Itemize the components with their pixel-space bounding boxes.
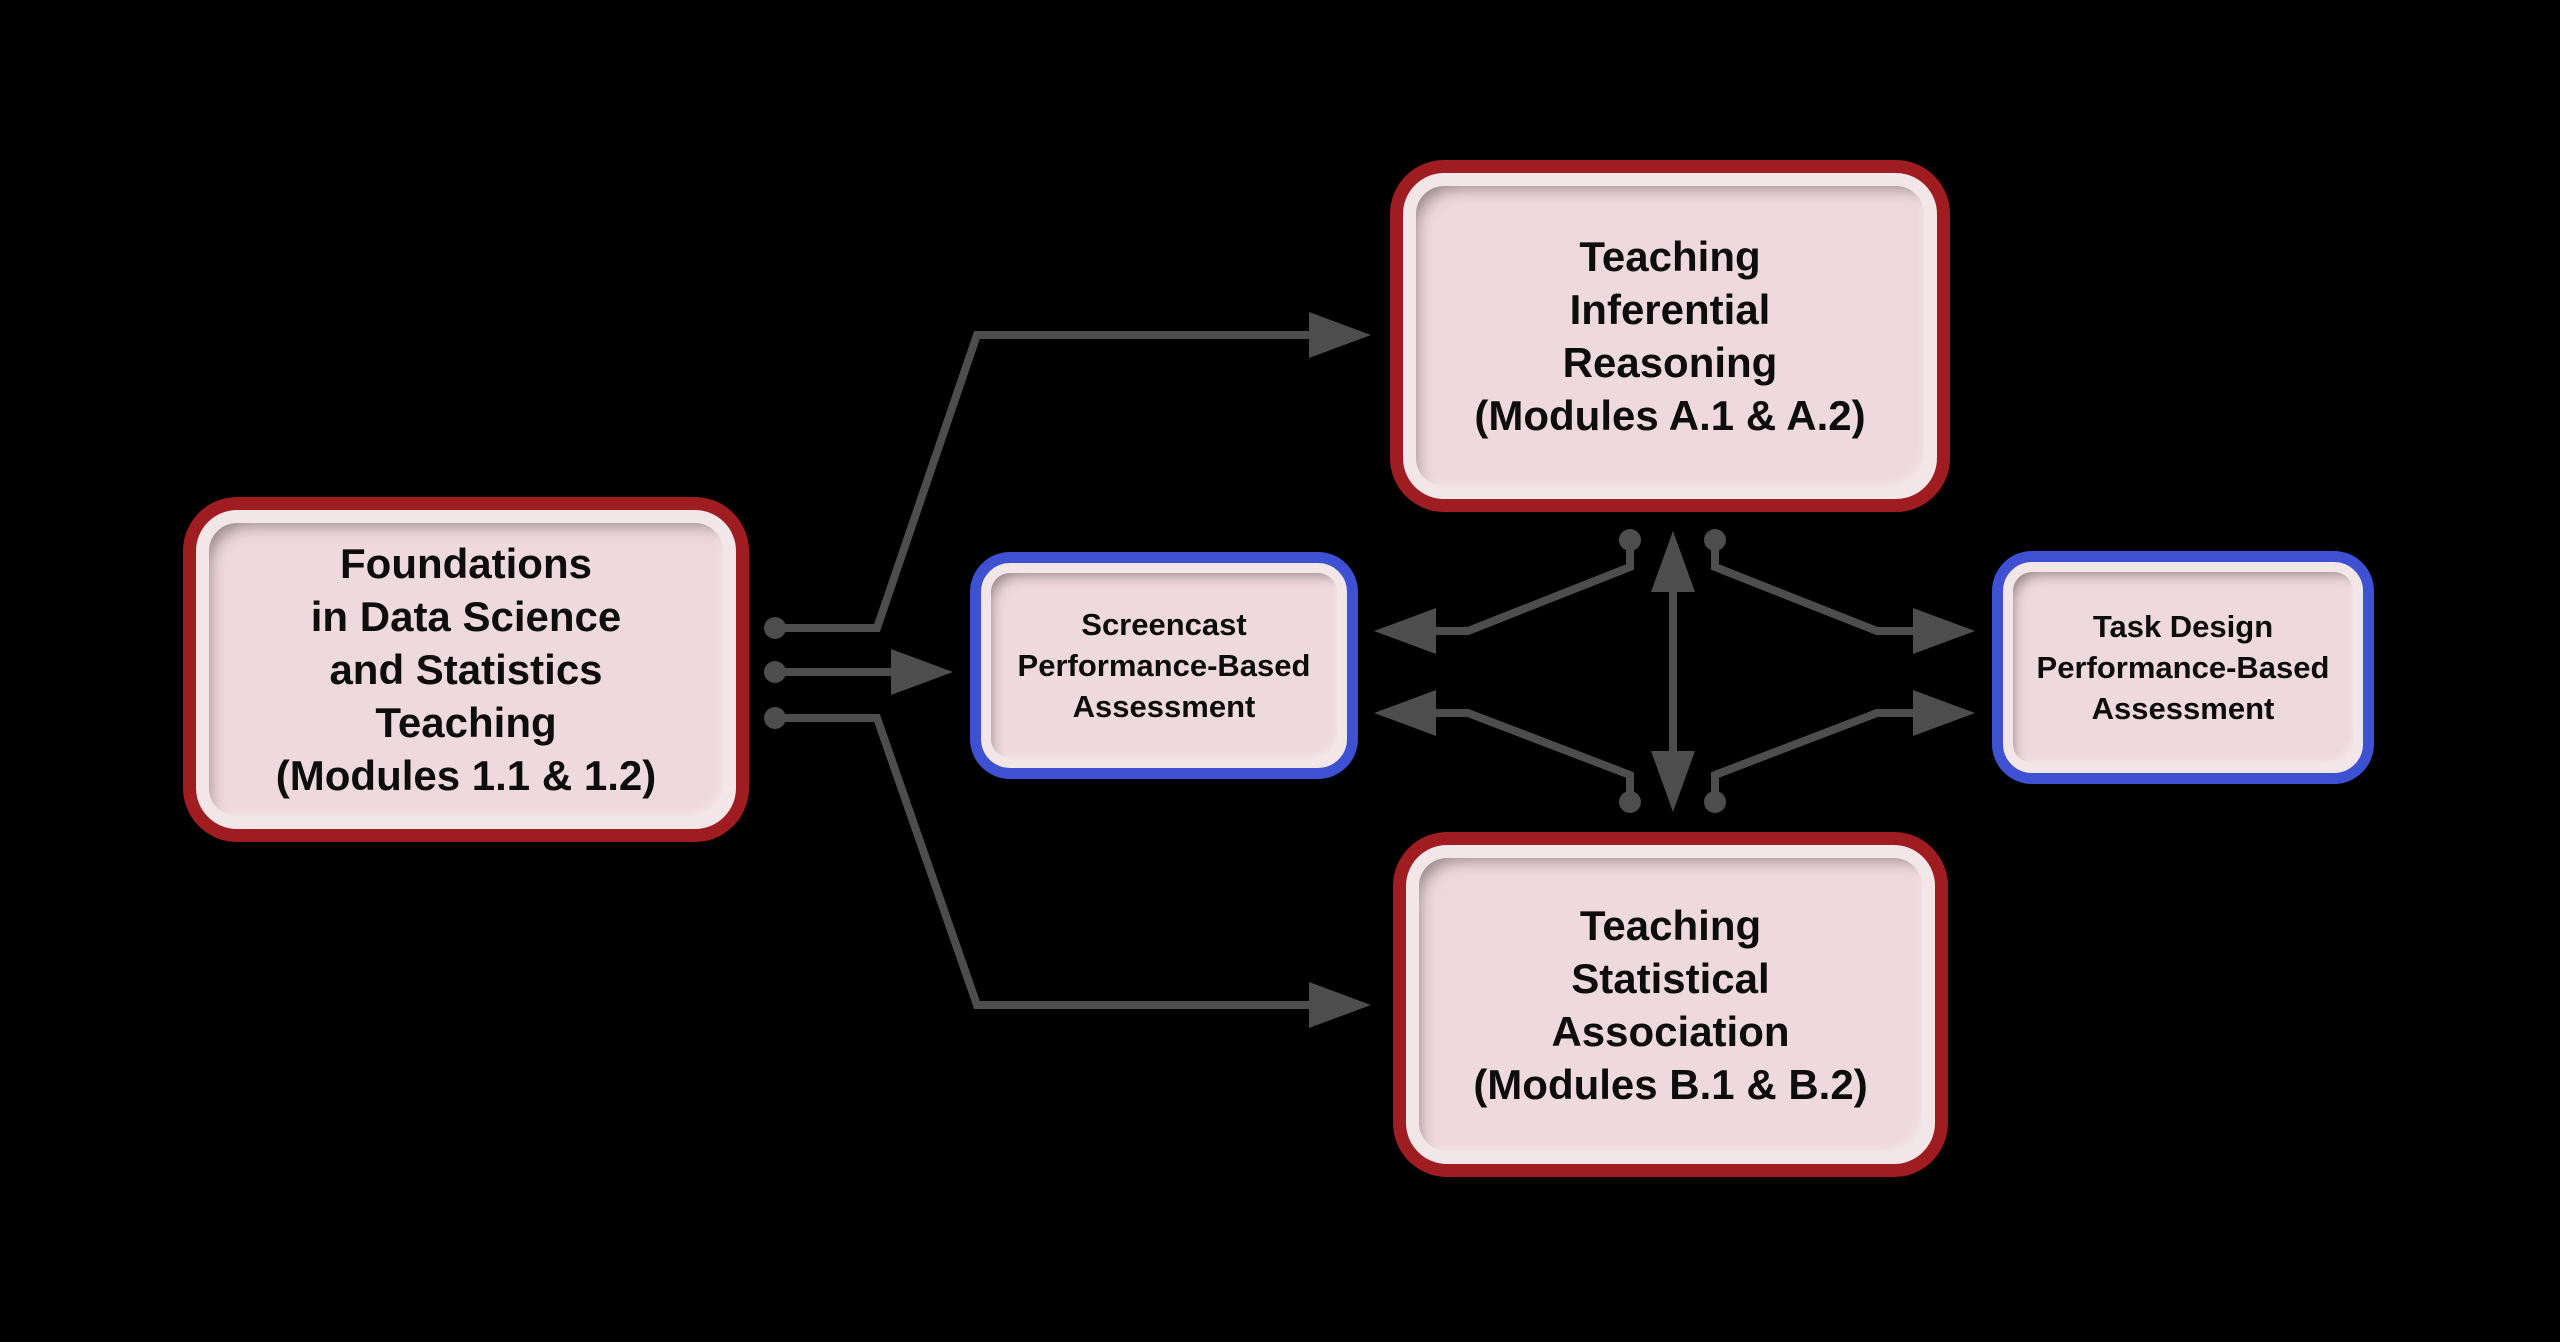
label-line: Teaching [375,699,557,746]
label-line: Reasoning [1562,339,1778,386]
label-line: (Modules B.1 & B.2) [1473,1060,1868,1108]
node-task-design-assessment: Task Design Performance-Based Assessment [1992,551,2374,784]
label-line: (Modules 1.1 & 1.2) [275,752,657,799]
edge-foundations-to-inferential [764,312,1371,639]
label-line: Statistical [1571,954,1770,1002]
arrowhead-icon [891,649,953,695]
node-statistical-label: Teaching Statistical Association (Module… [1406,899,1935,1111]
label-line: Task Design [2092,609,2274,644]
label-line: Assessment [1072,689,1256,724]
label-line: in Data Science [310,593,622,640]
label-line: Foundations [340,540,592,587]
node-screencast-assessment: Screencast Performance-Based Assessment [970,552,1358,779]
edge-foundations-to-statistical [764,707,1371,1028]
edge-inferential-statistical-double-arrow [1651,531,1695,812]
edge-inferential-to-screencast [1374,529,1641,654]
edge-inferential-to-task-design [1704,529,1975,654]
arrowhead-up-icon [1651,531,1695,592]
edge-statistical-to-task-design [1704,690,1975,813]
label-line: Assessment [2091,691,2275,726]
label-line: and Statistics [329,646,603,693]
arrowhead-icon [1374,608,1436,654]
arrowhead-icon [1913,608,1975,654]
arrowhead-icon [1309,982,1371,1028]
arrowhead-down-icon [1651,751,1695,812]
label-line: Teaching [1579,233,1761,280]
arrowhead-icon [1374,690,1436,736]
arrowhead-icon [1913,690,1975,736]
node-teaching-inferential-reasoning: Teaching Inferential Reasoning (Modules … [1390,160,1950,512]
edge-foundations-to-screencast [764,649,953,695]
label-line: Inferential [1569,286,1771,333]
node-screencast-label: Screencast Performance-Based Assessment [981,604,1347,727]
node-inferential-label: Teaching Inferential Reasoning (Modules … [1403,230,1937,442]
label-line: Performance-Based [1017,648,1311,683]
edge-statistical-to-screencast [1374,690,1641,813]
label-line: Screencast [1081,607,1247,642]
arrowhead-icon [1309,312,1371,358]
label-line: Teaching [1579,901,1762,949]
node-teaching-statistical-association: Teaching Statistical Association (Module… [1393,832,1948,1177]
label-line: (Modules A.1 & A.2) [1474,392,1866,439]
node-foundations: Foundations in Data Science and Statisti… [183,497,749,842]
label-line: Performance-Based [2036,650,2330,685]
node-task-design-label: Task Design Performance-Based Assessment [2003,606,2363,729]
node-foundations-label: Foundations in Data Science and Statisti… [196,537,736,802]
label-line: Association [1551,1007,1790,1055]
